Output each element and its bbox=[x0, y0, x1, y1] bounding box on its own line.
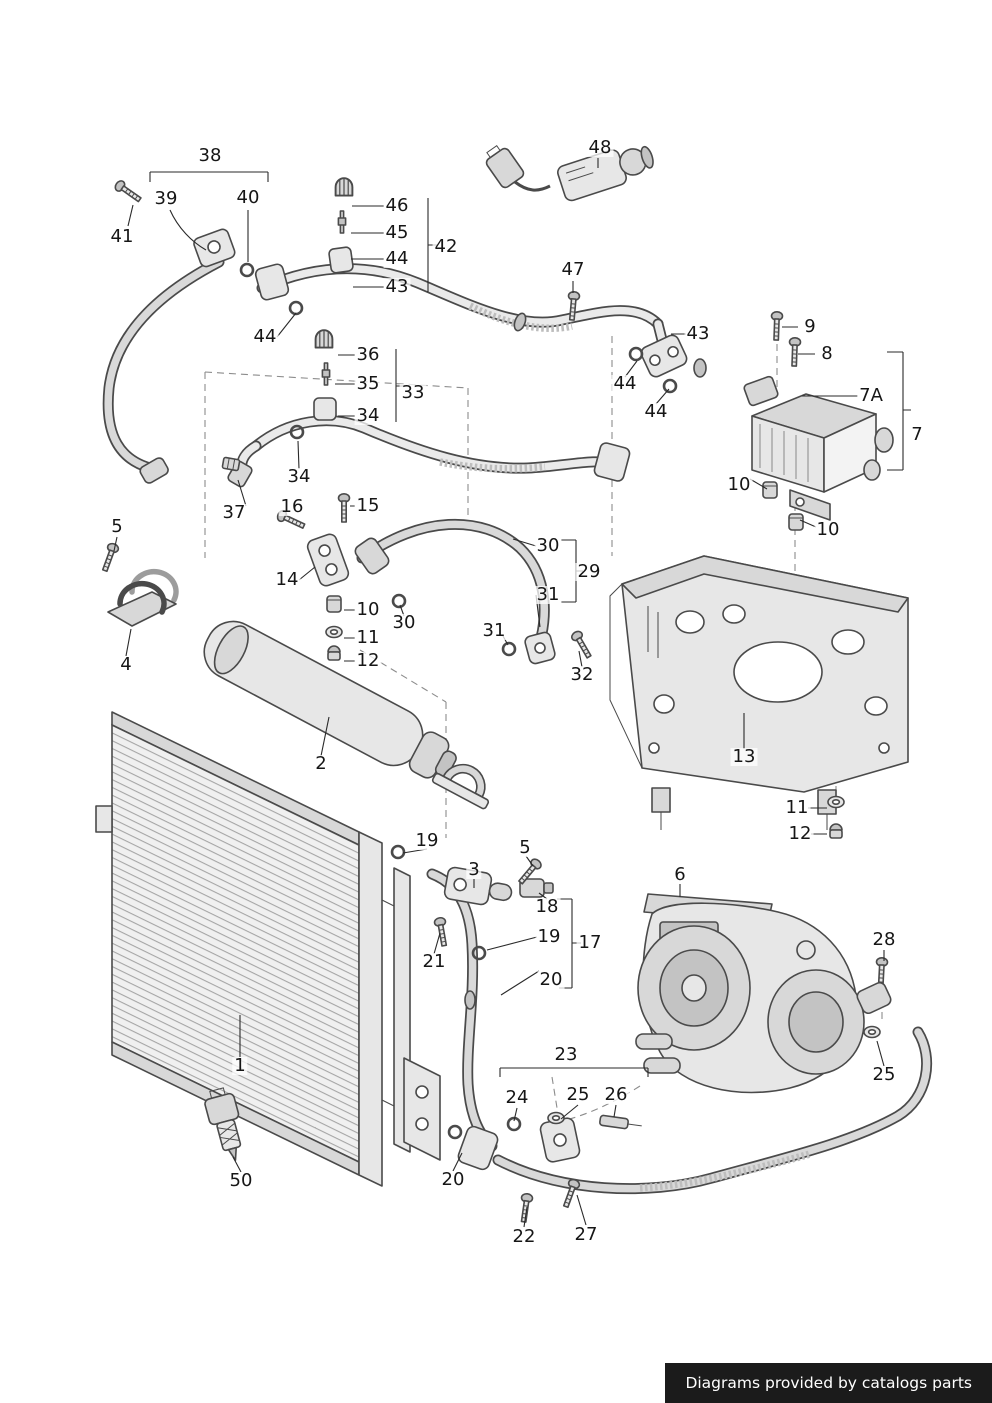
valve-cap-46 bbox=[334, 177, 354, 197]
valve-core-35 bbox=[321, 362, 331, 386]
mounting-clamp-4 bbox=[107, 568, 179, 627]
bolt-28 bbox=[874, 956, 889, 988]
oring-44 bbox=[662, 378, 678, 394]
oring-20 bbox=[447, 1124, 463, 1140]
footer-credit-bar: Diagrams provided by catalogs parts bbox=[665, 1363, 992, 1403]
pipe-clamp-bottom bbox=[431, 763, 490, 810]
hose-39 bbox=[102, 228, 236, 484]
valve-cap-36 bbox=[314, 329, 334, 349]
washer-11 bbox=[827, 795, 845, 809]
bushing-10 bbox=[788, 513, 804, 531]
capnut-12 bbox=[829, 823, 843, 839]
washer-25 bbox=[863, 1025, 881, 1039]
fitting-3 bbox=[443, 866, 513, 906]
sensor-18 bbox=[519, 878, 554, 898]
bolt-21 bbox=[433, 916, 451, 948]
capnut-12 bbox=[327, 645, 341, 661]
bolt-16 bbox=[275, 508, 307, 532]
bolt-41 bbox=[112, 178, 144, 206]
valve-union-44 bbox=[328, 246, 354, 274]
receiver-drier bbox=[203, 620, 457, 779]
condenser-manifold-block bbox=[403, 1057, 441, 1161]
mounting-bracket-13 bbox=[609, 555, 909, 830]
hose-17 bbox=[426, 868, 498, 1152]
bolt-8 bbox=[787, 336, 802, 367]
valve-union-34 bbox=[313, 397, 337, 421]
bolt-32 bbox=[569, 628, 595, 661]
service-valve-stack-top bbox=[328, 177, 354, 274]
oring-40 bbox=[239, 262, 255, 278]
washer-11 bbox=[325, 625, 343, 639]
hose-39-end-fitting bbox=[139, 457, 169, 484]
fitting-28 bbox=[856, 981, 892, 1015]
bolt-15 bbox=[337, 492, 351, 523]
pipe-union-43-right bbox=[640, 334, 688, 378]
port-block-14 bbox=[306, 533, 350, 587]
pipe-43-left-fitting bbox=[254, 263, 290, 301]
bushing-10 bbox=[326, 595, 342, 613]
pipe-43-top bbox=[254, 263, 664, 332]
hose-30-end-fitting bbox=[524, 631, 556, 665]
union-38 bbox=[193, 228, 236, 268]
oring-30 bbox=[391, 593, 407, 609]
hose-30 bbox=[354, 518, 556, 665]
condenser bbox=[95, 711, 441, 1187]
pipe-34-right-fitting bbox=[593, 442, 631, 482]
condenser-mount-tab bbox=[95, 805, 113, 833]
oring-44 bbox=[288, 300, 304, 316]
valve-core-45 bbox=[337, 210, 347, 234]
clip-26 bbox=[599, 1114, 642, 1130]
oring-31 bbox=[501, 641, 517, 657]
compressor bbox=[635, 893, 865, 1094]
oring-19 bbox=[390, 844, 406, 860]
bushing-10 bbox=[762, 481, 778, 499]
oring-44 bbox=[628, 346, 644, 362]
fitting-20-bottom bbox=[457, 1125, 499, 1171]
seal-ring bbox=[693, 358, 707, 378]
nut-37 bbox=[221, 456, 241, 472]
sensor-50 bbox=[204, 1087, 242, 1162]
bolt-9 bbox=[769, 310, 784, 341]
footer-credit-text: Diagrams provided by catalogs parts bbox=[685, 1374, 972, 1392]
hose-23 bbox=[492, 1026, 933, 1195]
port-block-23 bbox=[539, 1117, 581, 1163]
valve-unit-7 bbox=[743, 375, 894, 521]
bracket-7A bbox=[743, 375, 779, 407]
leader-lines bbox=[113, 158, 911, 1228]
bolt-5 bbox=[98, 541, 121, 574]
sensor-48 bbox=[485, 145, 654, 202]
hose-30-top-fitting bbox=[354, 537, 390, 575]
pipe-34-middle bbox=[227, 415, 631, 488]
